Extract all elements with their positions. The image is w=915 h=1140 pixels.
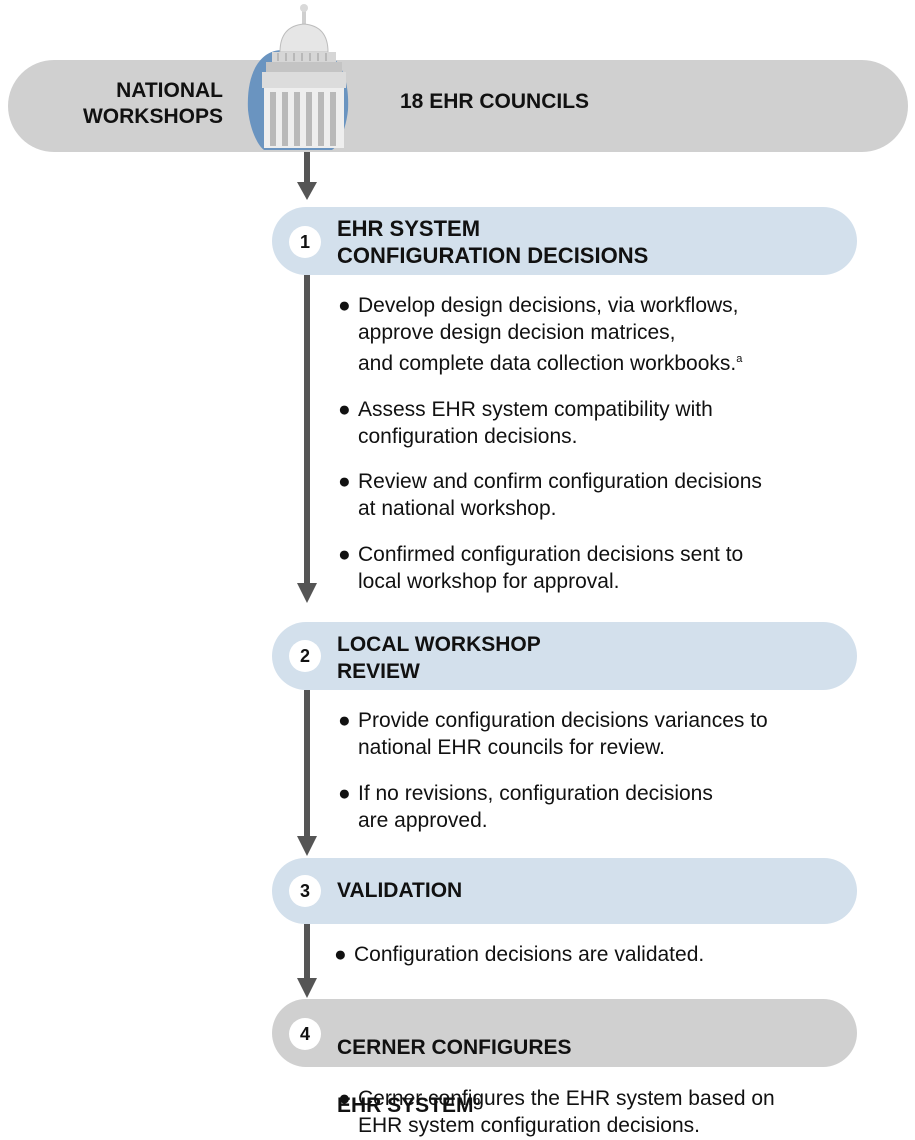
- bullet-text: Assess EHR system compatibility with con…: [358, 398, 713, 448]
- capitol-building-icon: [247, 4, 349, 150]
- list-item: ● Provide configuration decisions varian…: [338, 707, 768, 761]
- ehr-councils-label: 18 EHR COUNCILS: [400, 90, 590, 113]
- step-1-box: 1 EHR SYSTEM CONFIGURATION DECISIONS: [272, 207, 857, 275]
- bullet-dot: ●: [338, 398, 351, 421]
- footnote-mark: a: [736, 353, 743, 365]
- down-arrow-icon: [297, 690, 317, 856]
- bullet-dot: ●: [338, 294, 351, 317]
- national-workshops-text: NATIONAL WORKSHOPS: [82, 79, 223, 128]
- bullet-text: Review and confirm configuration decisio…: [358, 470, 762, 520]
- list-item: ● Configuration decisions are validated.: [334, 941, 704, 968]
- down-arrow-icon: [297, 275, 317, 603]
- step-4-box: 4 CERNER CONFIGURES EHR SYSTEMb: [272, 999, 857, 1117]
- bullet-text: Provide configuration decisions variance…: [358, 709, 768, 759]
- list-item: ● Cerner configures the EHR system based…: [338, 1085, 775, 1139]
- step-number: 4: [289, 1018, 321, 1050]
- bullet-dot: ●: [338, 470, 351, 493]
- down-arrow-icon: [297, 152, 317, 200]
- bullet-text: Configuration decisions are validated.: [354, 943, 705, 966]
- step-title-line: EHR SYSTEM: [337, 1094, 474, 1117]
- step-title: VALIDATION: [337, 879, 463, 902]
- national-workshops-label: NATIONAL WORKSHOPS: [58, 78, 223, 130]
- bullet-text: Cerner configures the EHR system based o…: [358, 1087, 775, 1137]
- bullet-text-body: Develop design decisions, via workflows,…: [358, 294, 739, 375]
- footnote-mark: b: [473, 1095, 481, 1107]
- step-title: EHR SYSTEM CONFIGURATION DECISIONS: [337, 216, 649, 268]
- list-item: ● Confirmed configuration decisions sent…: [338, 541, 743, 595]
- list-item: ● Assess EHR system compatibility with c…: [338, 396, 713, 450]
- step-3-box: 3 VALIDATION: [272, 858, 857, 924]
- step-number: 1: [289, 226, 321, 258]
- bullet-text: Confirmed configuration decisions sent t…: [358, 543, 744, 593]
- bullet-text: If no revisions, configuration decisions…: [358, 782, 713, 832]
- step-title: CERNER CONFIGURES EHR SYSTEMb: [337, 1007, 572, 1119]
- list-item: ● If no revisions, configuration decisio…: [338, 780, 713, 834]
- step-title-line: CERNER CONFIGURES: [337, 1036, 572, 1059]
- down-arrow-icon: [297, 924, 317, 998]
- step-number: 2: [289, 640, 321, 672]
- bullet-dot: ●: [334, 943, 347, 966]
- step-title: LOCAL WORKSHOP REVIEW: [337, 633, 541, 683]
- bullet-dot: ●: [338, 782, 351, 805]
- bullet-dot: ●: [338, 709, 351, 732]
- national-workshops-banner: NATIONAL WORKSHOPS 18 EHR COUNCILS: [8, 60, 908, 152]
- bullet-dot: ●: [338, 1087, 351, 1110]
- bullet-dot: ●: [338, 543, 351, 566]
- list-item: ● Review and confirm configuration decis…: [338, 468, 762, 522]
- list-item: ● Develop design decisions, via workflow…: [338, 292, 742, 377]
- step-number: 3: [289, 875, 321, 907]
- step-2-box: 2 LOCAL WORKSHOP REVIEW: [272, 622, 857, 690]
- bullet-text: Develop design decisions, via workflows,…: [338, 292, 742, 377]
